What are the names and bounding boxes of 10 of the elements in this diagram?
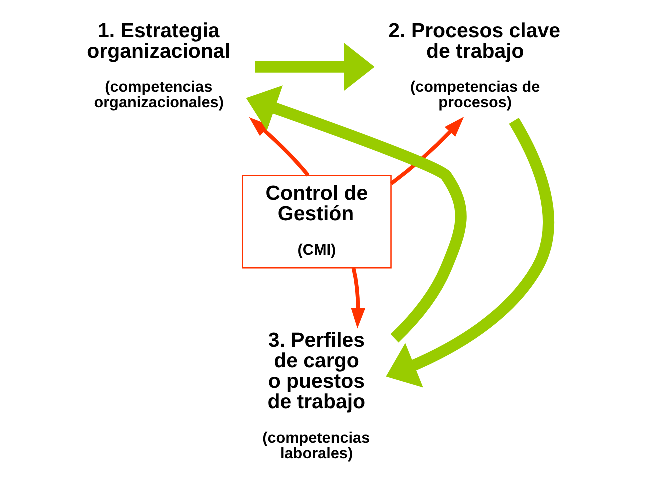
node-text: 1. Estrategia organizacional (competencias organizacionales) — [87, 19, 230, 112]
arrow — [390, 116, 464, 186]
arrow — [255, 43, 375, 92]
arrow — [246, 86, 467, 343]
arrow — [351, 268, 366, 329]
arrow — [249, 117, 310, 177]
node-box: Control de Gestión (CMI) — [242, 175, 392, 269]
arrow — [386, 118, 554, 388]
node-text: 3. Perfiles de cargo o puestos de trabajo (competencias laborales) — [262, 329, 370, 462]
node-text: 2. Procesos clave de trabajo (competencias de procesos) — [388, 19, 561, 112]
